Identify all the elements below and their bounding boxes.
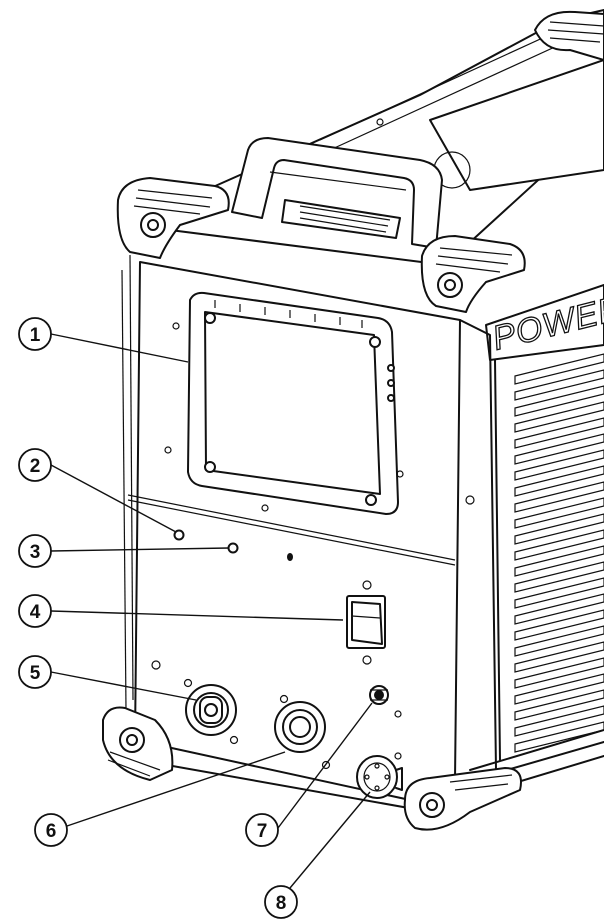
callout-7-label: 7 (257, 821, 268, 842)
vent-slat (514, 385, 604, 417)
vent-slat (514, 529, 604, 561)
callout-1-label: 1 (30, 325, 41, 346)
control-connector-7 (369, 685, 389, 705)
brand-band: POWER W (485, 277, 604, 361)
leader-lines (50, 333, 373, 889)
callout-4: 4 (18, 594, 52, 628)
vent-slat (514, 705, 604, 737)
indicator-lamp-3 (227, 542, 239, 554)
callout-3: 3 (18, 534, 52, 568)
callout-6: 6 (34, 813, 68, 847)
power-switch[interactable] (346, 580, 386, 665)
panel-screw-dark (287, 553, 293, 561)
corner-bumper-top-back (534, 10, 604, 61)
vent-slat (514, 481, 604, 513)
vent-slat (514, 465, 604, 497)
vent-slat (514, 401, 604, 433)
vent-slat (514, 673, 604, 705)
callout-5-label: 5 (30, 663, 41, 684)
carry-handle (231, 137, 443, 249)
vent-slat (514, 369, 604, 401)
vent-slat (514, 449, 604, 481)
callout-3-label: 3 (30, 542, 41, 563)
callout-1: 1 (18, 317, 52, 351)
callout-2: 2 (18, 448, 52, 482)
callout-2-label: 2 (30, 456, 41, 477)
vent-slat (514, 561, 604, 593)
callout-8-label: 8 (276, 893, 287, 914)
corner-bumper-top-right (420, 235, 526, 313)
vent-slat (514, 433, 604, 465)
callout-8: 8 (264, 885, 298, 919)
side-vents (514, 353, 604, 753)
vent-slat (514, 689, 604, 721)
panel-screws (151, 118, 475, 760)
output-socket-6 (274, 694, 331, 770)
vent-slat (514, 721, 604, 753)
vent-slat (514, 545, 604, 577)
callout-6-label: 6 (46, 821, 57, 842)
vent-slat (514, 609, 604, 641)
vent-slat (514, 417, 604, 449)
display-window (187, 291, 399, 515)
callout-5: 5 (18, 655, 52, 689)
vent-slat (514, 625, 604, 657)
callout-7: 7 (245, 813, 279, 847)
vent-slat (514, 497, 604, 529)
callout-4-label: 4 (30, 602, 41, 623)
indicator-lamp-2 (173, 529, 185, 541)
corner-bumper-bottom-right (403, 767, 522, 831)
vent-slat (514, 641, 604, 673)
vent-slat (514, 593, 604, 625)
vent-slat (514, 577, 604, 609)
vent-slat (514, 353, 604, 385)
supply-connector-8 (356, 755, 403, 799)
corner-bumper-bottom-left (102, 706, 174, 781)
output-socket-5 (183, 678, 239, 745)
vent-slat (514, 513, 604, 545)
corner-bumper-top-left (116, 177, 230, 259)
vent-slat (514, 657, 604, 689)
